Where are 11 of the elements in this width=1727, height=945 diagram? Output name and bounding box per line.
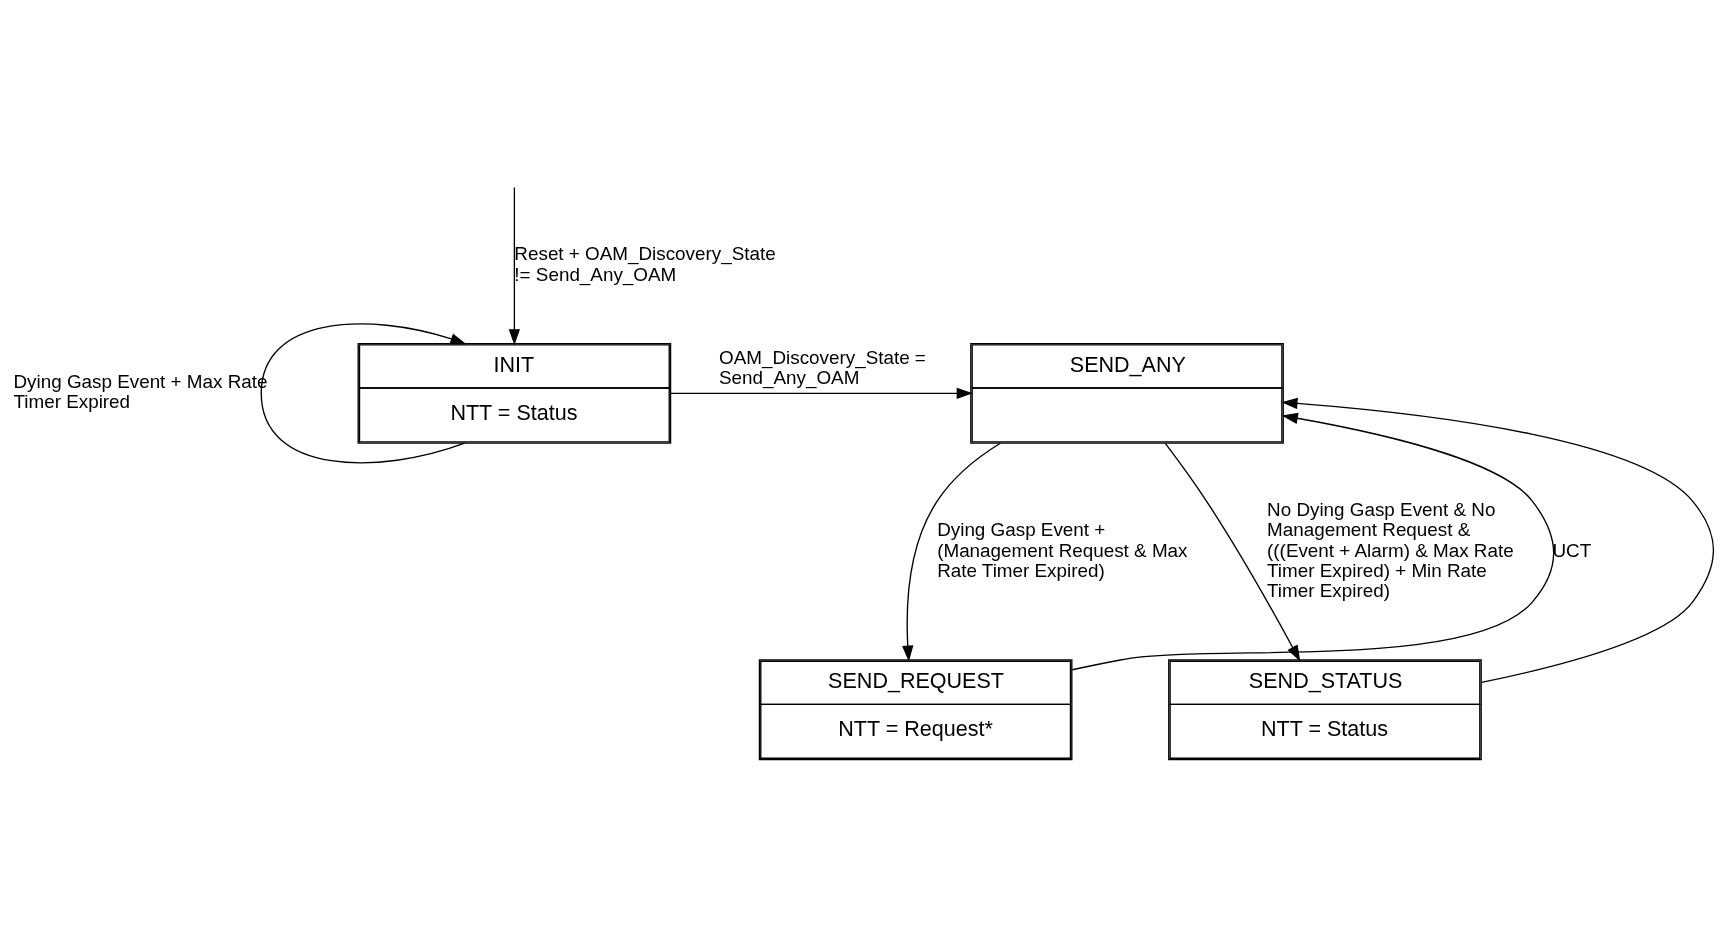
edge-label: No Dying Gasp Event & No Management Request & (((Event + Alarm) & Max Rate Timer Expired) + Min Rate Timer Expired) [1267,498,1514,601]
edge-label: Dying Gasp Event + (Management Request & Max Rate Timer Expired) [937,518,1188,581]
edge-label: Reset + OAM_Discovery_State != Send_Any_OAM [514,242,776,285]
edge-label: OAM_Discovery_State = Send_Any_OAM [719,346,926,388]
arrow [1071,412,1555,670]
arrow [508,186,521,345]
arrow [260,322,467,463]
arrow [902,442,1002,662]
edge-label: UCT [1552,539,1592,561]
arrow [670,387,973,399]
arrow [1281,397,1715,683]
